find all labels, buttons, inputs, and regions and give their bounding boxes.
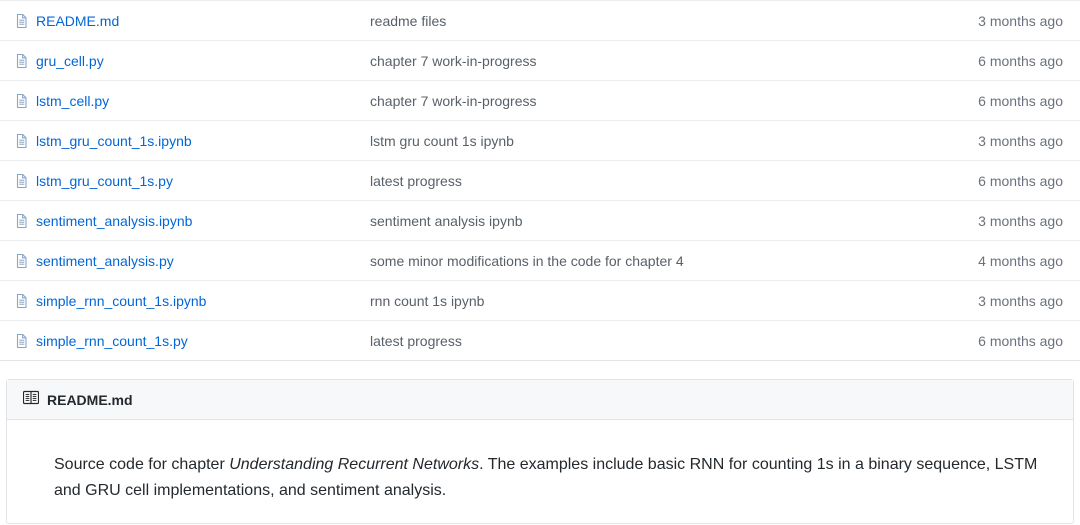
last-commit-age: 3 months ago (978, 292, 1063, 309)
file-document-icon (14, 213, 36, 229)
file-name-cell: gru_cell.py (36, 53, 370, 69)
commit-message[interactable]: chapter 7 work-in-progress (370, 52, 537, 69)
file-link[interactable]: lstm_cell.py (36, 92, 110, 109)
file-name-cell: lstm_gru_count_1s.ipynb (36, 133, 370, 149)
last-commit-age: 3 months ago (978, 132, 1063, 149)
commit-message[interactable]: latest progress (370, 172, 462, 189)
file-name-cell: sentiment_analysis.py (36, 253, 370, 269)
file-name-cell: lstm_gru_count_1s.py (36, 173, 370, 189)
file-name-cell: README.md (36, 13, 370, 29)
file-row[interactable]: lstm_cell.py chapter 7 work-in-progress 6 … (0, 81, 1080, 121)
file-document-icon (14, 173, 36, 189)
file-link[interactable]: sentiment_analysis.ipynb (36, 212, 193, 229)
last-commit-age: 3 months ago (978, 212, 1063, 229)
readme-text-before-italic: Source code for chapter (54, 456, 230, 473)
file-link[interactable]: sentiment_analysis.py (36, 252, 174, 269)
readme-text-after-italic: . The examples include basic RNN for cou… (54, 456, 1038, 499)
last-commit-age: 6 months ago (978, 92, 1063, 109)
file-document-icon (14, 253, 36, 269)
file-row[interactable]: simple_rnn_count_1s.py latest progress 6 m… (0, 321, 1080, 361)
file-link[interactable]: README.md (36, 12, 120, 29)
commit-message[interactable]: readme files (370, 12, 447, 29)
file-name-cell: simple_rnn_count_1s.ipynb (36, 293, 370, 309)
commit-message[interactable]: some minor modifications in the code for… (370, 252, 684, 269)
last-commit-age: 6 months ago (978, 332, 1063, 349)
file-row[interactable]: lstm_gru_count_1s.py latest progress 6 mon… (0, 161, 1080, 201)
file-row[interactable]: gru_cell.py chapter 7 work-in-progress 6 m… (0, 41, 1080, 81)
commit-message[interactable]: sentiment analysis ipynb (370, 212, 523, 229)
last-commit-age: 3 months ago (978, 12, 1063, 29)
commit-message[interactable]: lstm gru count 1s ipynb (370, 132, 514, 149)
file-document-icon (14, 333, 36, 349)
file-link[interactable]: simple_rnn_count_1s.ipynb (36, 292, 207, 309)
file-row[interactable]: README.md readme files 3 months ago (0, 1, 1080, 41)
last-commit-age: 4 months ago (978, 252, 1063, 269)
file-name-cell: lstm_cell.py (36, 93, 370, 109)
readme-paragraph: Source code for chapter Understanding Re… (54, 452, 1039, 503)
file-document-icon (14, 133, 36, 149)
file-name-cell: sentiment_analysis.ipynb (36, 213, 370, 229)
file-link[interactable]: lstm_gru_count_1s.ipynb (36, 132, 192, 149)
file-document-icon (14, 53, 36, 69)
readme-panel: README.md Source code for chapter Unders… (6, 379, 1074, 525)
readme-panel-header: README.md (7, 380, 1073, 420)
file-row[interactable]: simple_rnn_count_1s.ipynb rnn count 1s ip… (0, 281, 1080, 321)
commit-message[interactable]: latest progress (370, 332, 462, 349)
last-commit-age: 6 months ago (978, 52, 1063, 69)
file-document-icon (14, 93, 36, 109)
file-document-icon (14, 13, 36, 29)
readme-body: Source code for chapter Understanding Re… (7, 420, 1073, 523)
file-link[interactable]: simple_rnn_count_1s.py (36, 332, 188, 349)
open-book-icon (22, 390, 40, 409)
file-name-cell: simple_rnn_count_1s.py (36, 333, 370, 349)
readme-title: README.md (47, 391, 133, 408)
last-commit-age: 6 months ago (978, 172, 1063, 189)
repository-file-list: README.md readme files 3 months ago gru_cel… (0, 0, 1080, 361)
file-link[interactable]: lstm_gru_count_1s.py (36, 172, 173, 189)
file-row[interactable]: lstm_gru_count_1s.ipynb lstm gru count 1s… (0, 121, 1080, 161)
file-document-icon (14, 293, 36, 309)
file-link[interactable]: gru_cell.py (36, 52, 104, 69)
readme-chapter-title: Understanding Recurrent Networks (229, 456, 480, 473)
commit-message[interactable]: rnn count 1s ipynb (370, 292, 485, 309)
file-row[interactable]: sentiment_analysis.py some minor modifica… (0, 241, 1080, 281)
file-row[interactable]: sentiment_analysis.ipynb sentiment analys… (0, 201, 1080, 241)
commit-message[interactable]: chapter 7 work-in-progress (370, 92, 537, 109)
